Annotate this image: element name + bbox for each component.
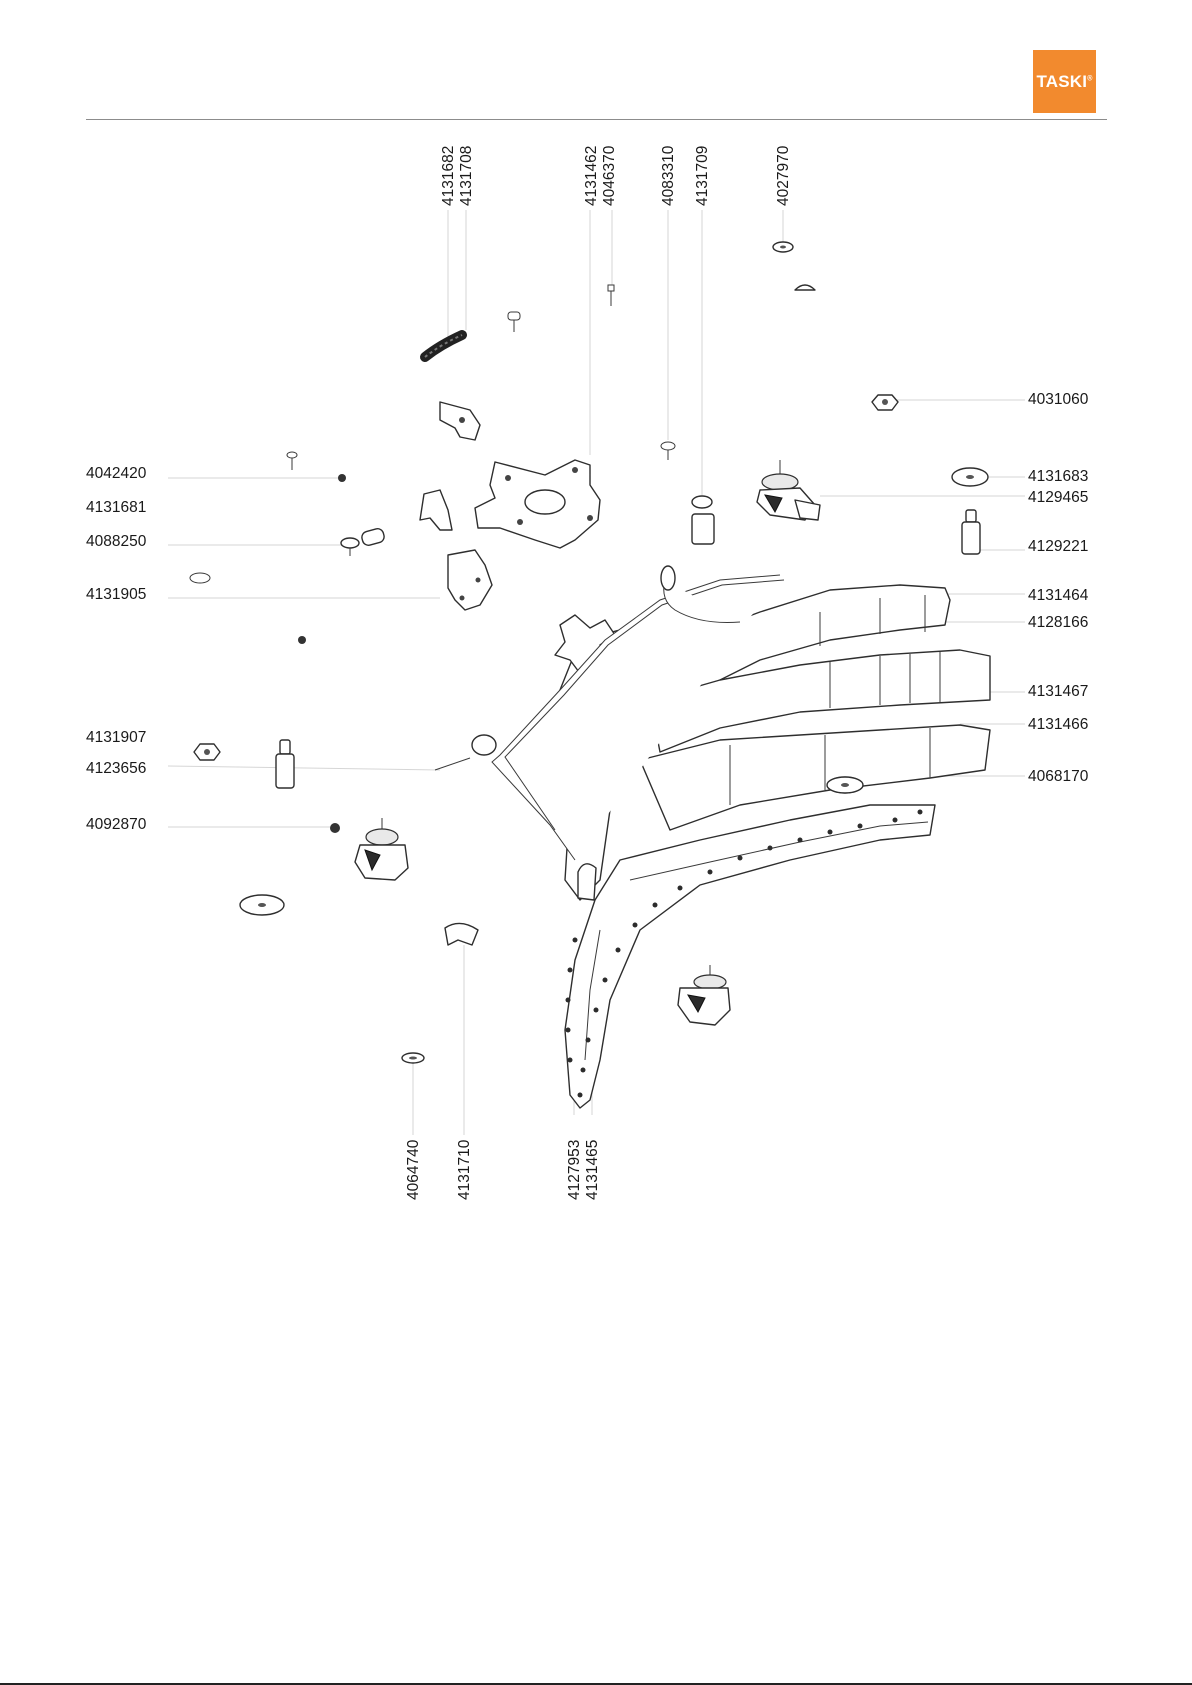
nut-4131907	[194, 744, 220, 760]
label-4129465: 4129465	[1028, 489, 1088, 506]
washer-4068170	[827, 777, 863, 793]
label-4131464: 4131464	[1028, 587, 1089, 604]
main-frame-arm	[492, 566, 990, 1108]
mounting-plate-4131462	[475, 460, 600, 548]
label-4123656: 4123656	[86, 760, 146, 777]
label-4131466: 4131466	[1028, 716, 1088, 733]
label-4128166: 4128166	[1028, 614, 1088, 631]
clip-4131710	[445, 923, 478, 945]
label-4131709: 4131709	[694, 146, 711, 206]
label-4129221: 4129221	[1028, 538, 1088, 555]
latch-4131681	[420, 490, 452, 530]
caster-4129465	[757, 460, 820, 520]
label-4131467: 4131467	[1028, 683, 1088, 700]
nut-4031060	[872, 395, 898, 410]
label-4068170: 4068170	[1028, 768, 1089, 785]
label-4131708: 4131708	[458, 146, 475, 206]
spacer-4131709	[692, 496, 714, 544]
label-4131465: 4131465	[584, 1140, 601, 1200]
axle-4123656	[276, 740, 294, 788]
rod-end-4123656-link	[435, 735, 496, 770]
label-4083310: 4083310	[660, 145, 677, 206]
label-4046370: 4046370	[601, 145, 618, 206]
label-4027970: 4027970	[775, 145, 792, 206]
washer-4027970	[773, 242, 815, 290]
label-4131682: 4131682	[440, 146, 457, 206]
label-4042420: 4042420	[86, 465, 147, 482]
washer-4064740	[402, 1053, 424, 1063]
washer-4131683	[952, 468, 988, 486]
screw-4083310	[661, 442, 675, 460]
hose-4131682	[425, 335, 462, 357]
bracket-4131905	[190, 550, 492, 644]
nut-4092870	[240, 818, 408, 915]
label-4064740: 4064740	[405, 1139, 422, 1200]
label-4131462: 4131462	[583, 146, 600, 206]
caster-lower	[678, 965, 730, 1025]
pin-4088250	[341, 527, 385, 556]
label-4092870: 4092870	[86, 816, 147, 833]
label-4131683: 4131683	[1028, 468, 1088, 485]
bracket-4131708	[440, 402, 480, 440]
label-4031060: 4031060	[1028, 391, 1089, 408]
screw-top-small	[508, 285, 614, 332]
label-4131905: 4131905	[86, 586, 146, 603]
label-4131681: 4131681	[86, 499, 146, 516]
label-4088250: 4088250	[86, 533, 147, 550]
label-4127953: 4127953	[566, 1140, 583, 1200]
pin-4129221	[962, 510, 980, 554]
label-4131907: 4131907	[86, 729, 146, 746]
label-4131710: 4131710	[456, 1139, 473, 1200]
